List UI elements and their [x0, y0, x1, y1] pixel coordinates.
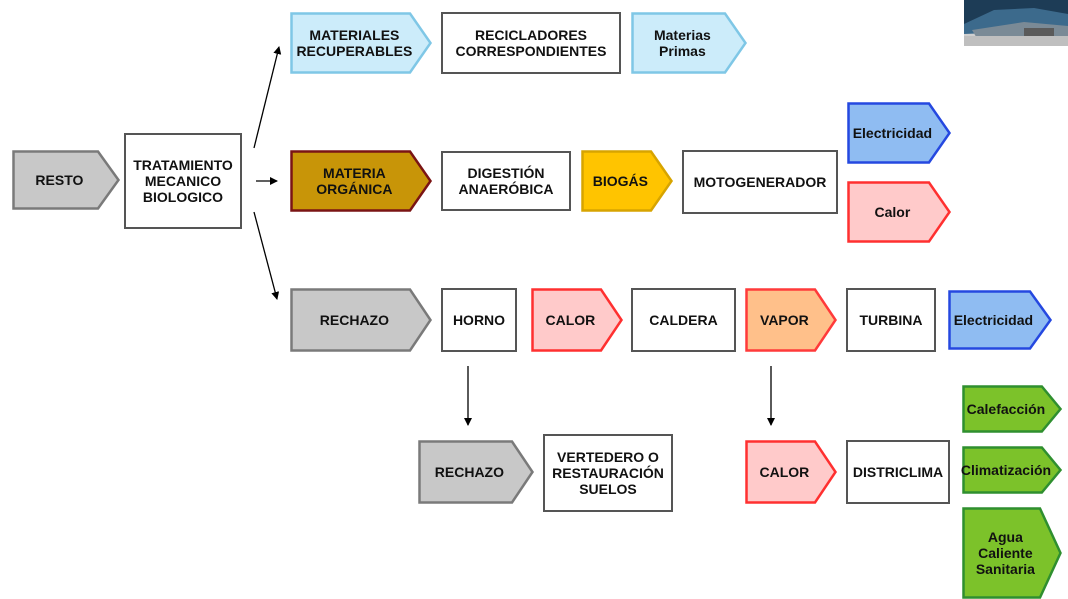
- calor-label-1: Calor: [874, 204, 911, 220]
- climatizacion-arrow-shape: [962, 446, 1063, 494]
- vapor-label: VAPOR: [760, 312, 809, 328]
- materia-organica-arrow-shape: [290, 150, 433, 212]
- materiales-arrow: MATERIALES RECUPERABLES: [290, 12, 433, 74]
- calor-arrow-1: Calor: [847, 181, 952, 243]
- motogenerador-box: MOTOGENERADOR: [682, 150, 838, 214]
- electricidad-arrow-2-shape: [948, 290, 1053, 350]
- arrow-to-materiales: [253, 46, 282, 149]
- calor-label-2: CALOR: [545, 312, 596, 328]
- electricidad-label-1: Electricidad: [852, 125, 933, 141]
- materias-label: Materias Primas: [653, 27, 711, 59]
- resto-label: RESTO: [35, 172, 84, 188]
- caldera-box: CALDERA: [631, 288, 736, 352]
- biogas-label: BIOGÁS: [592, 173, 649, 189]
- electricidad-arrow-2: Electricidad: [948, 290, 1053, 350]
- materia-organica-arrow: MATERIA ORGÁNICA: [290, 150, 433, 212]
- electricidad-arrow-1: Electricidad: [847, 102, 952, 164]
- materiales-arrow-shape: [290, 12, 433, 74]
- calor-arrow-3: CALOR: [745, 440, 838, 504]
- calor-arrow-3-shape: [745, 440, 838, 504]
- vertedero-box: VERTEDERO O RESTAURACIÓN SUELOS: [543, 434, 673, 512]
- corner-photo: [964, 0, 1068, 46]
- vapor-arrow: VAPOR: [745, 288, 838, 352]
- calor-arrow-2: CALOR: [531, 288, 624, 352]
- tratamiento-box: TRATAMIENTO MECANICO BIOLOGICO: [124, 133, 242, 229]
- rechazo-arrow-2-shape: [418, 440, 535, 504]
- climatizacion-label: Climatización: [960, 462, 1052, 478]
- calefaccion-arrow: Calefacción: [962, 385, 1063, 433]
- turbina-box: TURBINA: [846, 288, 936, 352]
- agua-caliente-arrow: Agua Caliente Sanitaria: [962, 507, 1062, 599]
- rechazo-arrow-1: RECHAZO: [290, 288, 433, 352]
- calefaccion-arrow-shape: [962, 385, 1063, 433]
- vapor-arrow-shape: [745, 288, 838, 352]
- rechazo-label-1: RECHAZO: [319, 312, 390, 328]
- horno-box: HORNO: [441, 288, 517, 352]
- digestion-box: DIGESTIÓN ANAERÓBICA: [441, 151, 571, 211]
- materias-arrow: Materias Primas: [631, 12, 748, 74]
- rechazo-arrow-1-shape: [290, 288, 433, 352]
- agua-caliente-arrow-shape: [962, 507, 1062, 599]
- electricidad-label-2: Electricidad: [953, 312, 1034, 328]
- materias-arrow-shape: [631, 12, 748, 74]
- materiales-label: MATERIALES RECUPERABLES: [296, 27, 413, 59]
- districlima-box: DISTRICLIMA: [846, 440, 950, 504]
- calor-arrow-1-shape: [847, 181, 952, 243]
- electricidad-arrow-1-shape: [847, 102, 952, 164]
- calefaccion-label: Calefacción: [966, 401, 1046, 417]
- materia-organica-label: MATERIA ORGÁNICA: [316, 165, 393, 197]
- rechazo-arrow-2: RECHAZO: [418, 440, 535, 504]
- biogas-arrow-shape: [581, 150, 674, 212]
- resto-arrow-shape: [12, 150, 121, 210]
- calor-arrow-2-shape: [531, 288, 624, 352]
- calor-label-3: CALOR: [759, 464, 810, 480]
- biogas-arrow: BIOGÁS: [581, 150, 674, 212]
- corner-photo-image: [964, 0, 1068, 46]
- recicladores-box: RECICLADORES CORRESPONDIENTES: [441, 12, 621, 74]
- climatizacion-arrow: Climatización: [960, 446, 1063, 494]
- agua-caliente-label: Agua Caliente Sanitaria: [975, 529, 1035, 577]
- arrow-to-rechazo: [253, 211, 280, 300]
- resto-arrow: RESTO: [12, 150, 121, 210]
- rechazo-label-2: RECHAZO: [434, 464, 505, 480]
